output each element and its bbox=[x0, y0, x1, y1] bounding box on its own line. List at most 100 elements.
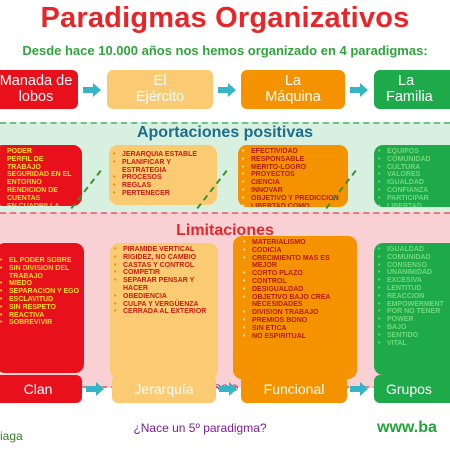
positive-items: EQUIPOSCOMUNIDADCULTURAVALORESIGUALDADCO… bbox=[378, 148, 450, 207]
list-item: COMUNIDAD bbox=[378, 156, 450, 164]
list-item: POR NO TENER bbox=[378, 308, 450, 316]
list-item: SEPARAR PENSAR Y HACER bbox=[114, 277, 215, 293]
list-item: PERFIL DE TRABAJO bbox=[0, 156, 79, 172]
list-item: VALORES bbox=[378, 171, 450, 179]
list-item: SEGURIDAD EN EL ENTORNO bbox=[0, 171, 79, 187]
page-subtitle: Desde hace 10.000 años nos hemos organiz… bbox=[22, 43, 428, 58]
footer-website-link[interactable]: www.ba bbox=[377, 419, 437, 436]
list-item: OBEDIENCIA bbox=[114, 293, 215, 301]
list-item: CIENCIA bbox=[242, 179, 345, 187]
list-item: SENTIDO bbox=[378, 332, 450, 340]
list-item: INNOVAR bbox=[242, 187, 345, 195]
list-item: RESPONSABLE bbox=[242, 156, 345, 164]
limitations-list-army: PIRAMIDE VERTICALRIGIDEZ, NO CAMBIOCASTA… bbox=[110, 243, 218, 379]
limitations-list-machine: MATERIALISMOCODICIACRECIMIENTO MAS ES ME… bbox=[233, 236, 357, 379]
list-item: DIVISION TRABAJO bbox=[243, 309, 354, 317]
list-item: SIN DIVISION DEL TRABAJO bbox=[0, 265, 81, 281]
structure-functional: Funcional bbox=[241, 375, 347, 403]
paradigm-family: La Familia bbox=[374, 70, 450, 109]
list-item: POWER bbox=[378, 316, 450, 324]
list-item: SIN RESPETO bbox=[0, 304, 81, 312]
list-item: REGLAS bbox=[113, 182, 214, 190]
list-item: EQUIPOS bbox=[378, 148, 450, 156]
list-item: CRECIMIENTO MAS ES MEJOR bbox=[243, 255, 354, 271]
list-item: PREMIOS BONO bbox=[243, 317, 354, 325]
list-item: PROCESOS bbox=[113, 174, 214, 182]
limitations-section-title: Limitaciones bbox=[176, 222, 274, 239]
positive-items: EFECTIVIDADRESPONSABLEMERITO-LOGROPROYEC… bbox=[242, 148, 345, 207]
structure-label: Grupos bbox=[386, 380, 432, 397]
list-item: PARTICIPAR bbox=[378, 195, 450, 203]
paradigm-label-line1: Manada de bbox=[0, 73, 73, 90]
list-item: RENDICION DE CUENTAS bbox=[0, 187, 79, 203]
list-item: PIRAMIDE VERTICAL bbox=[114, 246, 215, 254]
list-item: DESIGUALDAD bbox=[243, 286, 354, 294]
list-item: LENTITUD bbox=[378, 285, 450, 293]
limitation-items: MATERIALISMOCODICIACRECIMIENTO MAS ES ME… bbox=[243, 239, 354, 340]
list-item: SEPARACION Y EGO bbox=[0, 288, 81, 296]
structure-label: Funcional bbox=[263, 380, 325, 397]
list-item: MATERIALISMO bbox=[243, 239, 354, 247]
list-item: EXCESIVA bbox=[378, 277, 450, 285]
footer-question: ¿Nace un 5º paradigma? bbox=[133, 421, 267, 435]
structure-label: Clan bbox=[23, 380, 53, 397]
paradigm-label-line1: El bbox=[153, 73, 167, 90]
paradigm-label-line2: Máquina bbox=[265, 88, 321, 105]
list-item: OBJETIVO BAJO CREA NECESIDADES bbox=[243, 294, 354, 310]
list-item: EFECTIVIDAD bbox=[242, 148, 345, 156]
list-item: CORTO PLAZO bbox=[243, 270, 354, 278]
list-item: REACTIVA bbox=[0, 312, 81, 320]
paradigm-label-line1: La bbox=[398, 73, 415, 90]
list-item: LIBERTAD bbox=[378, 203, 450, 207]
list-item: EN CUADRILLA bbox=[0, 203, 79, 206]
positive-list-family: EQUIPOSCOMUNIDADCULTURAVALORESIGUALDADCO… bbox=[374, 145, 450, 207]
list-item: RIGIDEZ, NO CAMBIO bbox=[114, 254, 215, 262]
list-item: PODER bbox=[0, 148, 79, 156]
list-item: CASTAS Y CONTROL bbox=[114, 262, 215, 270]
list-item: CODICIA bbox=[243, 247, 354, 255]
list-item: MERITO-LOGRO bbox=[242, 164, 345, 172]
arrow-right-icon bbox=[86, 382, 104, 396]
list-item: PROYECTOS bbox=[242, 171, 345, 179]
list-item: MIEDO bbox=[0, 280, 81, 288]
list-item: CERRADA AL EXTERIOR bbox=[114, 308, 215, 316]
list-item: EL PODER SOBRE bbox=[0, 257, 81, 265]
limitation-items: EL PODER SOBRESIN DIVISION DEL TRABAJOMI… bbox=[0, 257, 81, 327]
list-item: BAJO bbox=[378, 324, 450, 332]
paradigm-label-line2: lobos bbox=[18, 88, 54, 105]
list-item: CULTURA bbox=[378, 164, 450, 172]
limitations-list-wolfpack: EL PODER SOBRESIN DIVISION DEL TRABAJOMI… bbox=[0, 243, 84, 373]
list-item: CULPA Y VERGÜENZA bbox=[114, 301, 215, 309]
list-item: COMUNIDAD bbox=[378, 254, 450, 262]
list-item: EMPOWERMENT bbox=[378, 301, 450, 309]
paradigm-label-line2: Familia bbox=[386, 88, 433, 105]
list-item: SOBREVIVIR bbox=[0, 319, 81, 327]
paradigm-machine: La Máquina bbox=[241, 70, 345, 109]
list-item: UNANIMIDAD bbox=[378, 269, 450, 277]
positive-items: JERARQUIA ESTABLEPLANIFICAR Y ESTRATEGIA… bbox=[113, 151, 214, 198]
arrow-right-icon bbox=[218, 83, 236, 97]
list-item: PLANIFICAR Y ESTRATEGIA bbox=[113, 159, 214, 175]
limitations-list-family: IGUALDADCOMUNIDADCONSENSOUNANIMIDADEXCES… bbox=[374, 243, 450, 375]
list-item: CONSENSO bbox=[378, 262, 450, 270]
list-item: PERTENECER bbox=[113, 190, 214, 198]
list-item: IGUALDAD bbox=[378, 246, 450, 254]
structure-hierarchy: Jerarquía bbox=[112, 375, 216, 403]
paradigm-label-line1: La bbox=[284, 73, 302, 90]
arrow-right-icon bbox=[83, 83, 101, 97]
arrow-right-icon bbox=[219, 382, 237, 396]
list-item: LIBERTAD COMO bbox=[242, 203, 345, 207]
limitation-items: PIRAMIDE VERTICALRIGIDEZ, NO CAMBIOCASTA… bbox=[114, 246, 215, 316]
structure-clan: Clan bbox=[0, 375, 82, 403]
positive-list-wolfpack: PODERPERFIL DE TRABAJOSEGURIDAD EN EL EN… bbox=[0, 145, 82, 206]
structure-label: Jerarquía bbox=[134, 380, 194, 397]
positive-items: PODERPERFIL DE TRABAJOSEGURIDAD EN EL EN… bbox=[0, 148, 79, 206]
page-title: Paradigmas Organizativos bbox=[40, 2, 410, 34]
paradigm-wolfpack: Manada de lobos bbox=[0, 70, 78, 109]
positive-list-army: JERARQUIA ESTABLEPLANIFICAR Y ESTRATEGIA… bbox=[109, 145, 217, 205]
footer-author: iaga bbox=[0, 429, 23, 443]
list-item: VITAL bbox=[378, 340, 450, 348]
list-item: ESCLAVITUD bbox=[0, 296, 81, 304]
list-item: IGUALDAD bbox=[378, 179, 450, 187]
limitation-items: IGUALDADCOMUNIDADCONSENSOUNANIMIDADEXCES… bbox=[378, 246, 450, 347]
